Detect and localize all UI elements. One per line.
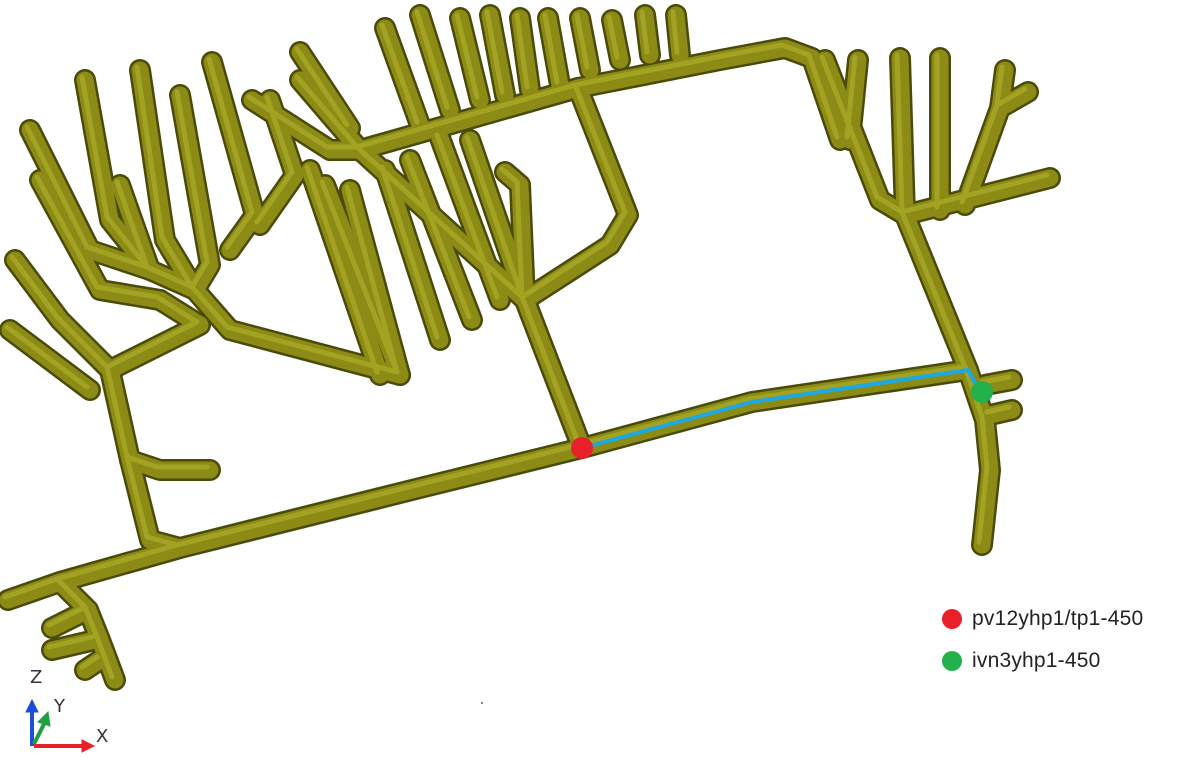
axis-triad: Z Y X	[25, 667, 108, 753]
tunnel-segment	[46, 634, 95, 650]
tunnel-segment	[379, 22, 420, 125]
legend-green-dot-icon	[942, 651, 962, 671]
tunnel-segment	[499, 166, 520, 185]
tunnel-segment	[24, 124, 150, 270]
tunnel-segment	[994, 64, 1005, 108]
tunnel-segment	[104, 364, 210, 470]
legend-item-start: pv12yhp1/tp1-450	[942, 598, 1143, 640]
tunnel-segment	[572, 42, 840, 140]
tunnel-segment	[43, 601, 97, 637]
tunnel-segment	[894, 52, 905, 215]
legend-item-end: ivn3yhp1-450	[942, 640, 1143, 682]
tunnel-segment	[4, 324, 90, 390]
tunnel-segment	[511, 9, 539, 99]
tunnel-segment	[639, 9, 650, 55]
tunnel-segment	[542, 12, 560, 85]
x-axis-label: X	[96, 726, 108, 747]
tunnel-segment	[134, 64, 195, 290]
route-path	[581, 368, 982, 450]
tunnel-segment	[246, 94, 330, 150]
tunnel-segment	[670, 9, 680, 55]
tunnel-segment	[414, 9, 450, 110]
x-axis-arrowhead	[81, 739, 96, 753]
z-axis-arrowhead	[25, 698, 39, 713]
tunnel-segment	[294, 46, 350, 128]
tunnel-segment	[514, 12, 530, 90]
y-axis-arrowhead	[37, 710, 51, 727]
tunnel-segment	[636, 6, 659, 64]
tunnel-segment	[891, 49, 914, 224]
tunnel-segment	[844, 54, 858, 140]
tunnel-segment	[0, 359, 979, 611]
legend: pv12yhp1/tp1-450 ivn3yhp1-450	[942, 598, 1143, 682]
tunnel-segment	[454, 12, 480, 100]
stray-dot	[480, 701, 484, 705]
end-point-marker	[971, 381, 993, 403]
tunnel-segment	[464, 134, 525, 300]
tunnel-segment	[344, 184, 400, 375]
tunnel-segment	[104, 294, 200, 370]
tunnel-segment	[899, 172, 1050, 215]
start-point-marker	[571, 437, 593, 459]
tunnel-segment	[79, 74, 150, 270]
tunnel-segment	[294, 74, 360, 150]
tunnel-segment	[254, 94, 295, 225]
tunnel-segment	[304, 164, 380, 375]
legend-label-end: ivn3yhp1-450	[972, 649, 1101, 672]
tunnel-segment	[46, 604, 88, 628]
tunnel-segment	[606, 14, 620, 60]
tunnel-segment	[379, 164, 440, 340]
tunnel-segment	[354, 82, 628, 300]
tunnel-segment	[434, 132, 500, 300]
tunnel-segment	[574, 12, 590, 70]
tunnel-segment	[351, 79, 637, 309]
tunnel-segment	[124, 454, 180, 548]
tunnel-network	[0, 4, 1061, 691]
tunnel-segment	[174, 89, 210, 290]
tunnel-segment	[667, 6, 689, 64]
tunnel-segment	[76, 651, 109, 679]
tunnel-segment	[79, 654, 100, 670]
tunnel-segment	[519, 294, 582, 448]
z-axis-label: Z	[30, 667, 42, 688]
tunnel-segment	[514, 179, 525, 300]
tunnel-segment	[43, 631, 104, 659]
tunnel-segment	[34, 174, 160, 300]
tunnel-segment	[319, 179, 400, 375]
tunnel-segment	[9, 254, 110, 370]
legend-label-start: pv12yhp1/tp1-450	[972, 607, 1144, 630]
tunnel-segment	[404, 154, 472, 320]
tunnel-segment	[984, 404, 1012, 415]
tunnel-segment	[484, 9, 505, 95]
tunnel-segment	[54, 576, 115, 680]
tunnel-segment	[981, 401, 1021, 424]
tunnel-segment	[206, 56, 255, 250]
legend-red-dot-icon	[942, 609, 962, 629]
y-axis-arrow	[32, 723, 46, 745]
tunnel-segment	[896, 169, 1059, 224]
tunnel-segment	[979, 374, 1012, 385]
y-axis-label: Y	[53, 696, 66, 717]
